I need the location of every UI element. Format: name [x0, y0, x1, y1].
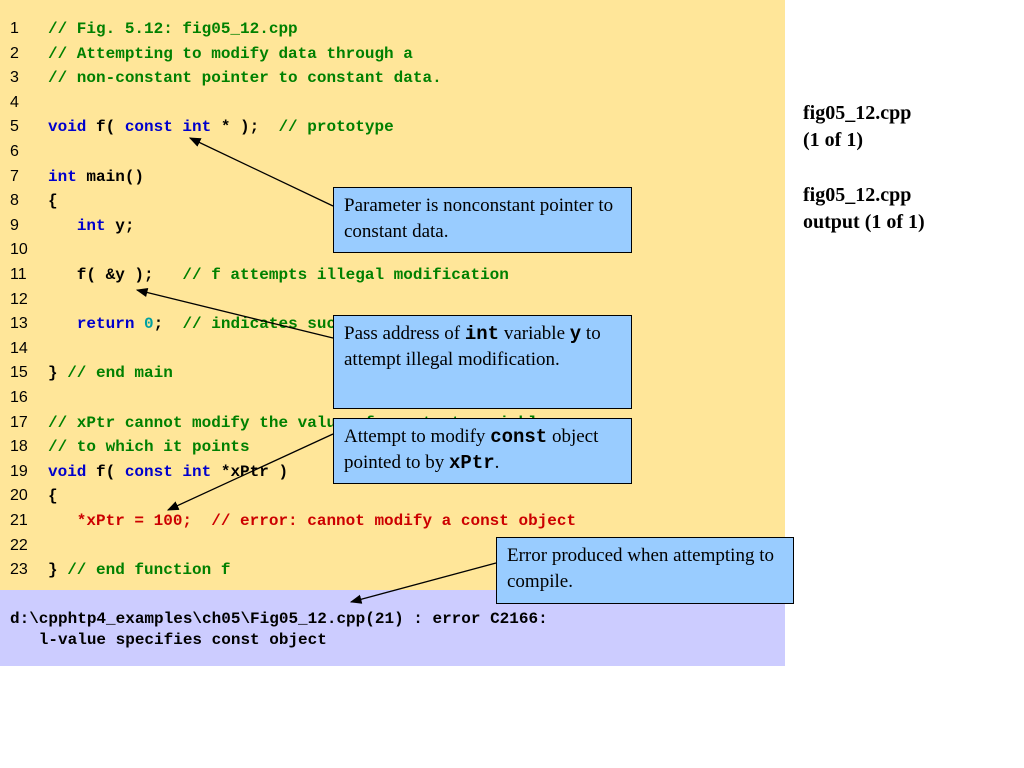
line-number: 9 [10, 217, 19, 234]
code-token-normal: y; [105, 217, 135, 235]
callout-error-note: Error produced when attempting to compil… [496, 537, 794, 604]
code-listing-panel: 1 // Fig. 5.12: fig05_12.cpp 2 // Attemptin… [0, 0, 785, 590]
code-token-keyword: int [48, 168, 77, 186]
code-token-normal: f( [86, 463, 125, 481]
code-token-normal: main() [76, 168, 145, 186]
line-number: 5 [10, 118, 19, 135]
callout-text: variable [499, 323, 570, 344]
line-number: 19 [10, 463, 28, 480]
code-line: // Attempting to modify data through a [48, 45, 413, 63]
code-token-comment: // end function f [67, 561, 231, 579]
callout-code-term: int [464, 323, 500, 345]
code-line: // to which it points [48, 438, 250, 456]
code-token-comment: // end main [67, 364, 173, 382]
code-line: { [48, 192, 58, 210]
line-number: 23 [10, 561, 28, 578]
code-line: // non-constant pointer to constant data… [48, 69, 442, 87]
code-token-comment: // non-constant pointer to constant data… [48, 69, 442, 87]
code-token-keyword: return [76, 315, 135, 333]
line-number: 14 [10, 340, 28, 357]
callout-pass-address-note: Pass address of int variable y to attemp… [333, 315, 632, 409]
code-line: int main() [48, 168, 144, 186]
code-line: *xPtr = 100; // error: cannot modify a c… [48, 512, 576, 530]
output-part-label: output (1 of 1) [803, 211, 925, 233]
code-token-normal: f( [86, 118, 125, 136]
callout-text: Error produced when attempting to compil… [507, 545, 774, 592]
line-number: 6 [10, 143, 19, 160]
callout-text: Parameter is nonconstant pointer to cons… [344, 195, 614, 242]
code-token-keyword: int [76, 217, 106, 235]
code-token-normal [48, 315, 77, 333]
code-token-normal [134, 315, 144, 333]
code-token-normal: *xPtr ) [211, 463, 289, 481]
code-line: // Fig. 5.12: fig05_12.cpp [48, 20, 298, 38]
callout-text: . [494, 452, 500, 473]
line-number: 3 [10, 69, 19, 86]
code-token-normal: } [48, 364, 68, 382]
line-number: 4 [10, 94, 19, 111]
callout-text: object pointed to by [344, 426, 599, 473]
code-token-normal: f( &y ); [48, 266, 183, 284]
code-token-comment: // Attempting to modify data through a [48, 45, 413, 63]
line-number: 17 [10, 414, 28, 431]
line-number: 7 [10, 168, 19, 185]
code-line: int y; [48, 217, 135, 235]
slide-part-label: (1 of 1) [803, 129, 863, 151]
line-number: 22 [10, 537, 28, 554]
output-file-label: fig05_12.cpp [803, 184, 912, 206]
code-line: void f( const int * ); // prototype [48, 118, 394, 136]
line-number: 21 [10, 512, 28, 529]
line-number: 13 [10, 315, 28, 332]
code-token-comment: // Fig. 5.12: fig05_12.cpp [48, 20, 298, 38]
line-number: 18 [10, 438, 28, 455]
callout-attempt-modify-note: Attempt to modify const object pointed t… [333, 418, 632, 484]
callout-text: Attempt to modify [344, 426, 491, 447]
slide-file-label: fig05_12.cpp [803, 102, 912, 124]
code-token-normal: * ); [211, 118, 279, 136]
line-number: 10 [10, 241, 28, 258]
line-number: 8 [10, 192, 19, 209]
line-number: 1 [10, 20, 19, 37]
line-number: 12 [10, 291, 28, 308]
compiler-output-line: d:\cpphtp4_examples\ch05\Fig05_12.cpp(21… [10, 610, 548, 628]
code-line: f( &y ); // f attempts illegal modificat… [48, 266, 509, 284]
compiler-output-line: l-value specifies const object [10, 631, 327, 649]
code-token-normal: } [48, 561, 68, 579]
callout-text: Pass address of [344, 323, 465, 344]
line-number: 20 [10, 487, 28, 504]
callout-code-term: y [569, 323, 582, 345]
line-number: 16 [10, 389, 28, 406]
code-line: void f( const int *xPtr ) [48, 463, 288, 481]
code-line: } // end function f [48, 561, 230, 579]
code-token-keyword: const int [124, 118, 212, 136]
code-token-comment: // prototype [278, 118, 394, 136]
code-token-normal: { [48, 192, 58, 210]
code-token-comment: // to which it points [48, 438, 250, 456]
code-token-number: 0 [144, 315, 154, 333]
code-token-normal [48, 217, 77, 235]
callout-code-term: xPtr [449, 452, 495, 474]
code-token-normal: ; [153, 315, 183, 333]
code-line: { [48, 487, 58, 505]
code-token-keyword: const int [124, 463, 212, 481]
code-token-error: *xPtr = 100; // error: cannot modify a c… [48, 512, 577, 530]
line-number: 2 [10, 45, 19, 62]
line-number: 11 [10, 266, 27, 283]
line-number: 15 [10, 364, 28, 381]
callout-code-term: const [490, 426, 548, 448]
callout-parameter-note: Parameter is nonconstant pointer to cons… [333, 187, 632, 253]
code-token-normal: { [48, 487, 58, 505]
code-token-keyword: void [48, 463, 87, 481]
code-token-comment: // f attempts illegal modification [182, 266, 509, 284]
code-token-keyword: void [48, 118, 87, 136]
code-line: } // end main [48, 364, 173, 382]
callout-text: to attempt illegal modification. [344, 323, 601, 370]
